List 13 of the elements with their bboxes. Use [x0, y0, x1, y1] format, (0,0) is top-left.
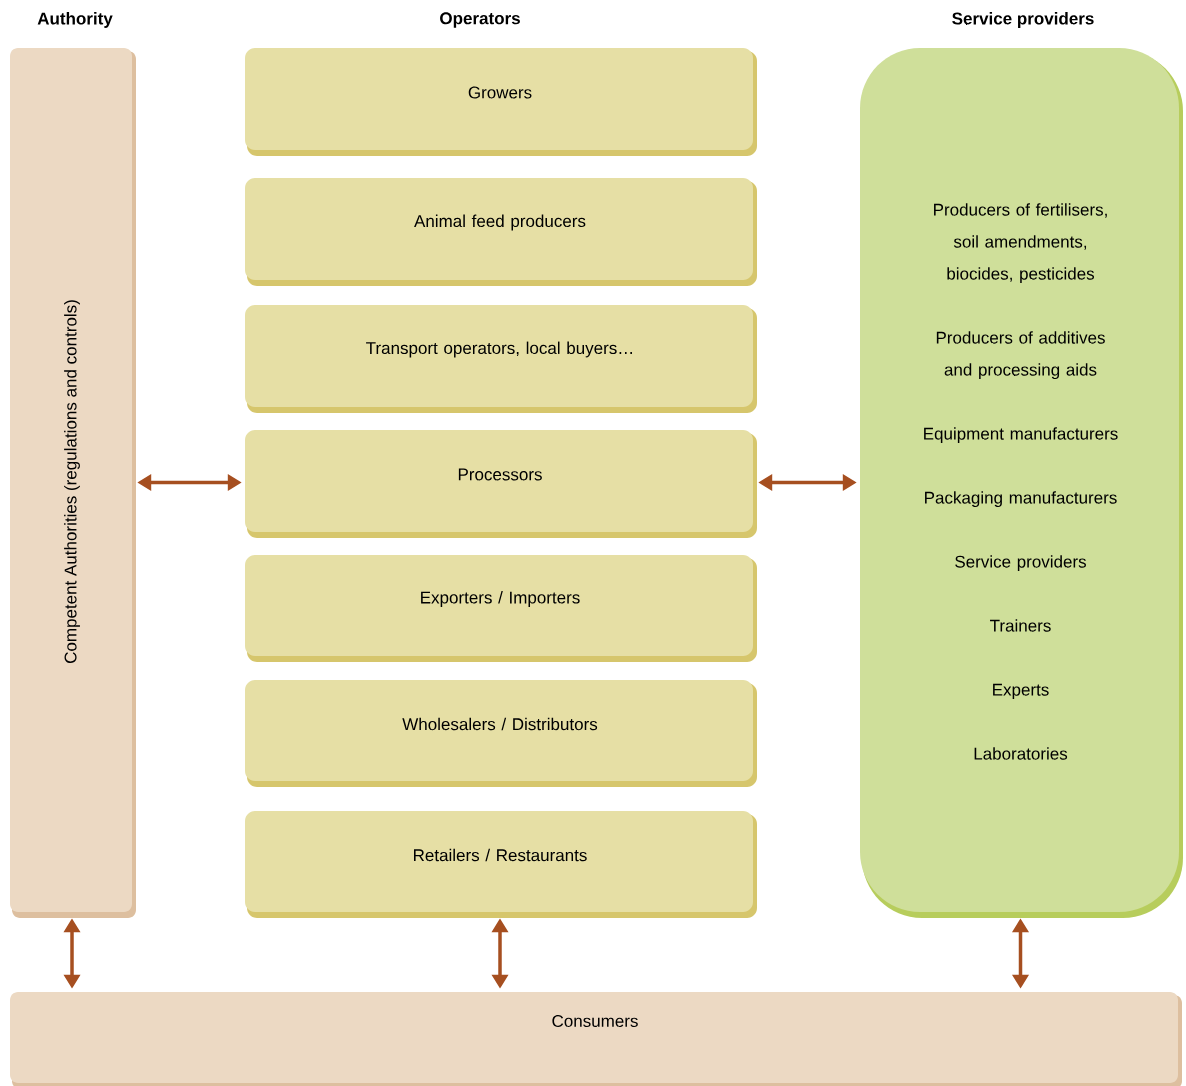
- service-providers-panel: Producers of fertilisers, soil amendments, biocides, pesticides Producers of additives and processing aids Equipment manufacturers Packaging manufacturers Service providers Trainers Experts Laboratories: [860, 48, 1183, 918]
- operator-box: Exporters / Importers: [245, 555, 757, 662]
- column-heading: Operators: [440, 12, 520, 28]
- operator-box: Wholesalers / Distributors: [245, 680, 757, 787]
- operator-box: Processors: [245, 430, 757, 538]
- column-heading: Service providers: [952, 12, 1094, 28]
- authority-bar: Competent Authorities (regulations and controls): [10, 48, 136, 918]
- operator-box: Transport operators, local buyers…: [245, 305, 757, 413]
- operator-box: Growers: [245, 48, 757, 156]
- operator-box: Animal feed producers: [245, 178, 757, 286]
- consumers-bar: Consumers: [10, 992, 1182, 1086]
- column-heading: Authority: [37, 12, 113, 28]
- operator-box: Retailers / Restaurants: [245, 811, 757, 918]
